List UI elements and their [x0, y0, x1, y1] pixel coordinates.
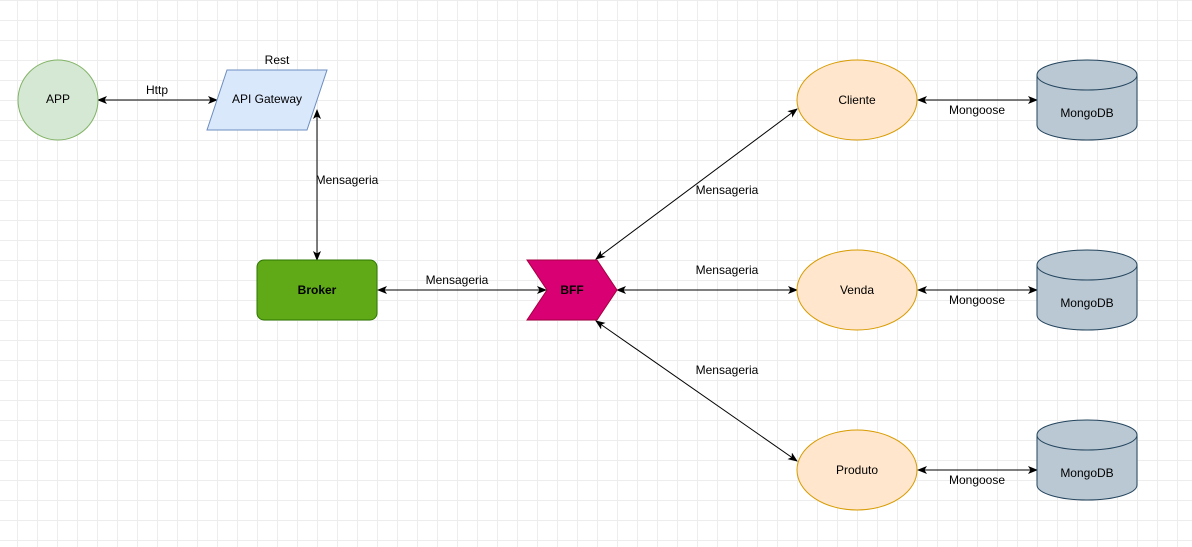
cliente-shape: [796, 59, 918, 141]
venda-shape: [796, 249, 918, 331]
node-app[interactable]: APP: [17, 59, 99, 141]
db-produto-rim: [1036, 434, 1138, 451]
label-http: Http: [146, 83, 168, 97]
api-gateway-shape: [206, 69, 328, 131]
bff-label: BFF: [560, 283, 583, 297]
label-cliente-db: Mongoose: [949, 103, 1005, 117]
api-gateway-label: API Gateway: [232, 92, 302, 106]
node-db-produto[interactable]: MongoDB: [1036, 419, 1138, 501]
node-db-venda[interactable]: MongoDB: [1036, 249, 1138, 331]
label-rest: Rest: [265, 53, 290, 67]
node-cliente[interactable]: Cliente: [796, 59, 918, 141]
label-venda-db: Mongoose: [949, 293, 1005, 307]
label-bff-venda: Mensageria: [696, 263, 759, 277]
cliente-label: Cliente: [838, 93, 876, 107]
db-cliente-shape: [1036, 59, 1138, 141]
node-api-gateway[interactable]: API Gateway: [206, 69, 328, 131]
label-bff-cliente: Mensageria: [696, 183, 759, 197]
edges: [97, 96, 1038, 474]
app-shape: [17, 59, 99, 141]
db-produto-shape: [1036, 419, 1138, 501]
db-venda-shape: [1036, 249, 1138, 331]
db-produto-label: MongoDB: [1060, 466, 1113, 480]
broker-shape: [256, 259, 378, 321]
db-venda-rim: [1036, 264, 1138, 281]
db-cliente-rim: [1036, 74, 1138, 91]
edge-bff-produto[interactable]: [595, 320, 798, 462]
app-label: APP: [46, 92, 70, 106]
label-gateway-broker: Mensageria: [316, 173, 379, 187]
produto-label: Produto: [836, 463, 878, 477]
node-db-cliente[interactable]: MongoDB: [1036, 59, 1138, 141]
node-broker[interactable]: Broker: [256, 259, 378, 321]
db-venda-label: MongoDB: [1060, 296, 1113, 310]
node-produto[interactable]: Produto: [796, 429, 918, 511]
edge-bff-cliente[interactable]: [595, 108, 798, 260]
node-bff[interactable]: BFF: [526, 259, 618, 321]
bff-shape: [526, 259, 618, 321]
venda-label: Venda: [840, 283, 874, 297]
db-cliente-label: MongoDB: [1060, 106, 1113, 120]
edge-labels: Http Rest Mensageria Mensageria Mensager…: [146, 53, 1005, 487]
broker-label: Broker: [298, 283, 337, 297]
node-venda[interactable]: Venda: [796, 249, 918, 331]
label-produto-db: Mongoose: [949, 473, 1005, 487]
label-broker-bff: Mensageria: [426, 273, 489, 287]
produto-shape: [796, 429, 918, 511]
label-bff-produto: Mensageria: [696, 363, 759, 377]
